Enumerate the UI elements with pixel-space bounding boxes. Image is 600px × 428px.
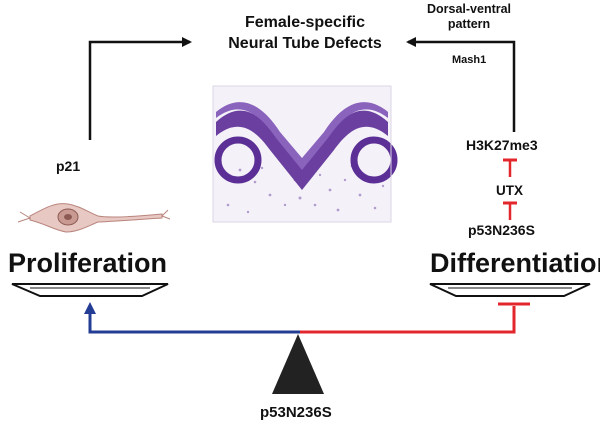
inhibition-beam xyxy=(300,306,516,334)
p53-inhibits-utx xyxy=(503,201,517,220)
activation-arrowhead xyxy=(84,302,96,314)
neural-tube-section-image xyxy=(212,85,398,223)
p21-label: p21 xyxy=(56,158,81,174)
utx-label: UTX xyxy=(496,183,523,198)
h3k27me3-label: H3K27me3 xyxy=(466,137,538,153)
left-pan xyxy=(11,283,169,297)
proliferation-label: Proliferation xyxy=(8,248,168,278)
h3k27me3-to-ntd-arrow xyxy=(406,37,516,132)
p53-bottom-label: p53N236S xyxy=(260,404,332,421)
p21-to-ntd-arrow xyxy=(88,37,192,140)
differentiation-label: Differentiation xyxy=(430,248,600,278)
activation-beam xyxy=(88,312,300,334)
neuron-cell-image xyxy=(17,203,171,233)
utx-inhibits-h3k27me3 xyxy=(503,158,517,177)
title-line-2: Neural Tube Defects xyxy=(228,35,382,52)
outcome-title: Female-specific Neural Tube Defects xyxy=(180,12,430,54)
right-pan xyxy=(429,283,591,297)
dv-line-1: Dorsal-ventral xyxy=(426,2,512,16)
dv-line-2: pattern xyxy=(447,17,491,31)
p53-right-label: p53N236S xyxy=(468,222,535,238)
mash1-label: Mash1 xyxy=(452,54,487,66)
balance-fulcrum xyxy=(272,334,324,394)
title-line-1: Female-specific xyxy=(244,14,366,31)
dorsal-ventral-label: Dorsal-ventral pattern xyxy=(404,2,534,32)
